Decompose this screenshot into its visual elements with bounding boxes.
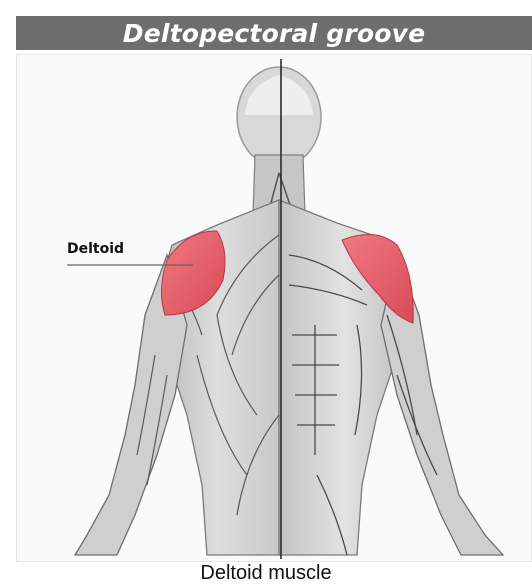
deltoid-callout-label: Deltoid bbox=[67, 241, 124, 257]
head bbox=[237, 67, 321, 167]
page-title: Deltopectoral groove bbox=[123, 19, 426, 48]
title-bar: Deltopectoral groove bbox=[16, 16, 532, 50]
figure-caption: Deltoid muscle bbox=[0, 562, 532, 585]
anatomy-figure bbox=[16, 54, 532, 562]
anatomy-illustration bbox=[17, 55, 531, 561]
